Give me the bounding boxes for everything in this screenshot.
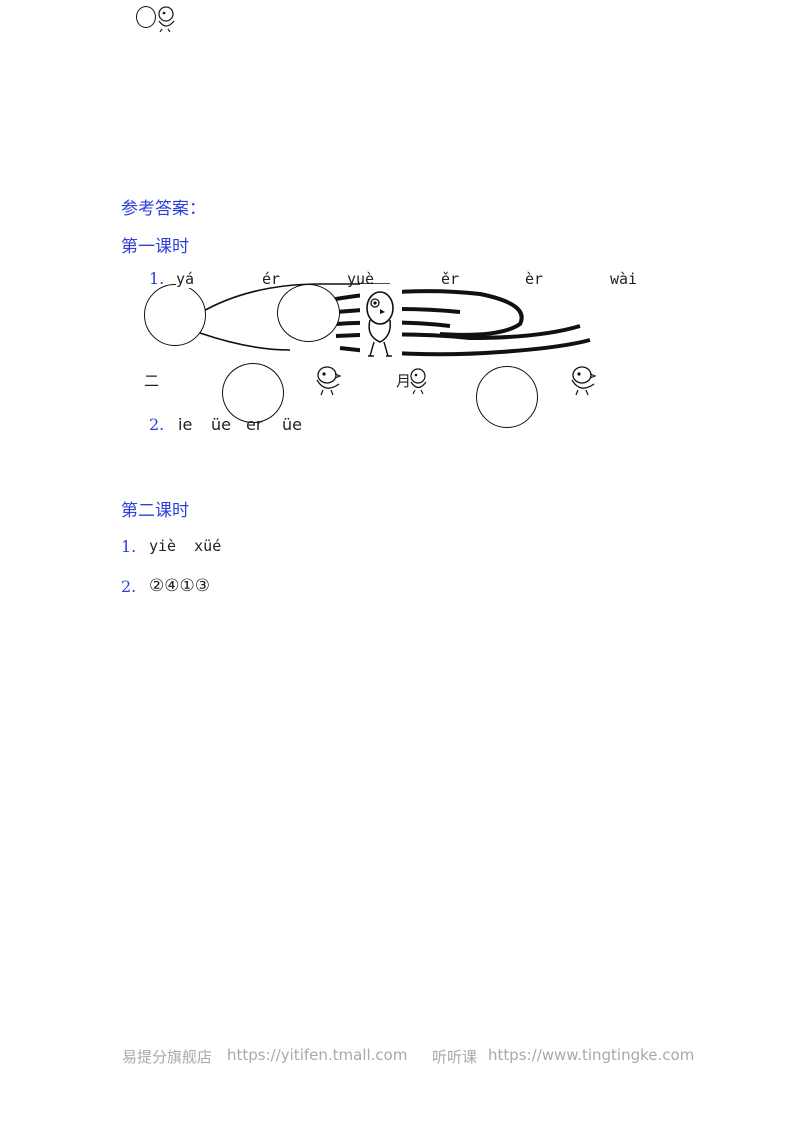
lesson1-title: 第一课时 xyxy=(121,237,189,257)
answer-circle-2 xyxy=(277,284,340,342)
q1-pinyin-er: ér xyxy=(262,270,281,288)
lesson2-q2-answer: ②④①③ xyxy=(149,576,210,596)
er-character: 二 xyxy=(144,372,160,390)
answer-circle xyxy=(136,6,156,28)
chick-icon xyxy=(316,366,342,396)
q1-pinyin-wai: wài xyxy=(610,270,638,288)
yue-character: 月 xyxy=(396,372,412,390)
answer-circle-3 xyxy=(222,363,284,423)
lesson2-q1-answer: yiè xüé xyxy=(149,537,222,555)
q1-pinyin-er3: ěr xyxy=(441,270,460,288)
footer-left-url[interactable]: https://yitifen.tmall.com xyxy=(227,1046,408,1064)
footer-right-name: 听听课 xyxy=(432,1048,478,1066)
chick-icon xyxy=(158,6,175,32)
lesson1-q1-number: 1. xyxy=(149,269,165,288)
q2-item-er: er xyxy=(246,415,263,434)
q2-item-ue1: üe xyxy=(211,415,231,434)
answer-circle-1 xyxy=(144,284,206,346)
q1-pinyin-yue: yuè xyxy=(347,270,375,288)
footer-left-name: 易提分旗舰店 xyxy=(122,1048,213,1066)
q2-item-ue2: üe xyxy=(282,415,302,434)
lesson2-q2-number: 2. xyxy=(121,577,137,596)
footer-right-url[interactable]: https://www.tingtingke.com xyxy=(488,1046,695,1064)
q1-pinyin-ya: yá xyxy=(176,270,195,288)
lesson1-q2-number: 2. xyxy=(149,415,165,434)
q2-item-ie: ie xyxy=(178,415,193,434)
owl-icon xyxy=(360,284,402,364)
answer-circle-4 xyxy=(476,366,538,428)
answers-heading: 参考答案： xyxy=(121,199,206,219)
q1-pinyin-er4: èr xyxy=(525,270,544,288)
lesson2-title: 第二课时 xyxy=(121,501,189,521)
lesson2-q1-number: 1. xyxy=(121,537,137,556)
chick-icon xyxy=(410,368,427,394)
chick-icon xyxy=(571,366,597,396)
